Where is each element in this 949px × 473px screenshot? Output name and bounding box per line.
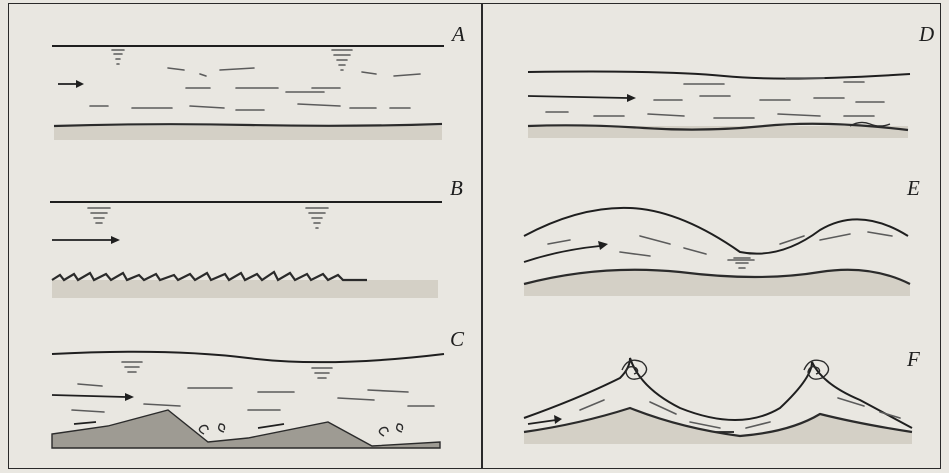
flow-arrow (524, 241, 608, 262)
water-surface-line (52, 352, 444, 362)
surface-ripple-marks (112, 50, 352, 70)
panel-label-d: D (919, 22, 934, 47)
flow-arrow (528, 94, 636, 102)
ripple-bed-line (52, 272, 367, 280)
water-surface-line (528, 72, 910, 79)
panel-c-diagram (48, 338, 448, 458)
breaking-wave-crests (622, 360, 829, 379)
flow-arrow (58, 80, 84, 88)
panel-divider (481, 3, 483, 469)
panel-label-c: C (450, 327, 464, 352)
flow-arrow (52, 236, 120, 244)
bed-line (54, 124, 442, 126)
panel-d-diagram (524, 60, 924, 150)
water-surface-line (524, 208, 908, 254)
flow-streaks (90, 68, 420, 110)
sediment-layer (528, 126, 908, 138)
panel-label-e: E (907, 176, 920, 201)
water-surface-line (524, 358, 912, 428)
sediment-layer (54, 126, 442, 140)
panel-b-diagram (48, 190, 448, 310)
sediment-layer (524, 408, 912, 444)
panel-a-diagram (50, 30, 450, 160)
panel-e-diagram (520, 200, 920, 300)
flow-arrow (52, 393, 134, 401)
sediment-layer (52, 280, 438, 298)
surface-ripple-marks (88, 208, 328, 228)
panel-label-b: B (450, 176, 463, 201)
panel-label-a: A (452, 22, 465, 47)
flow-arrow (528, 415, 562, 424)
panel-f-diagram (520, 348, 920, 448)
flow-streaks (546, 96, 884, 118)
surface-ripple-marks (122, 362, 332, 378)
